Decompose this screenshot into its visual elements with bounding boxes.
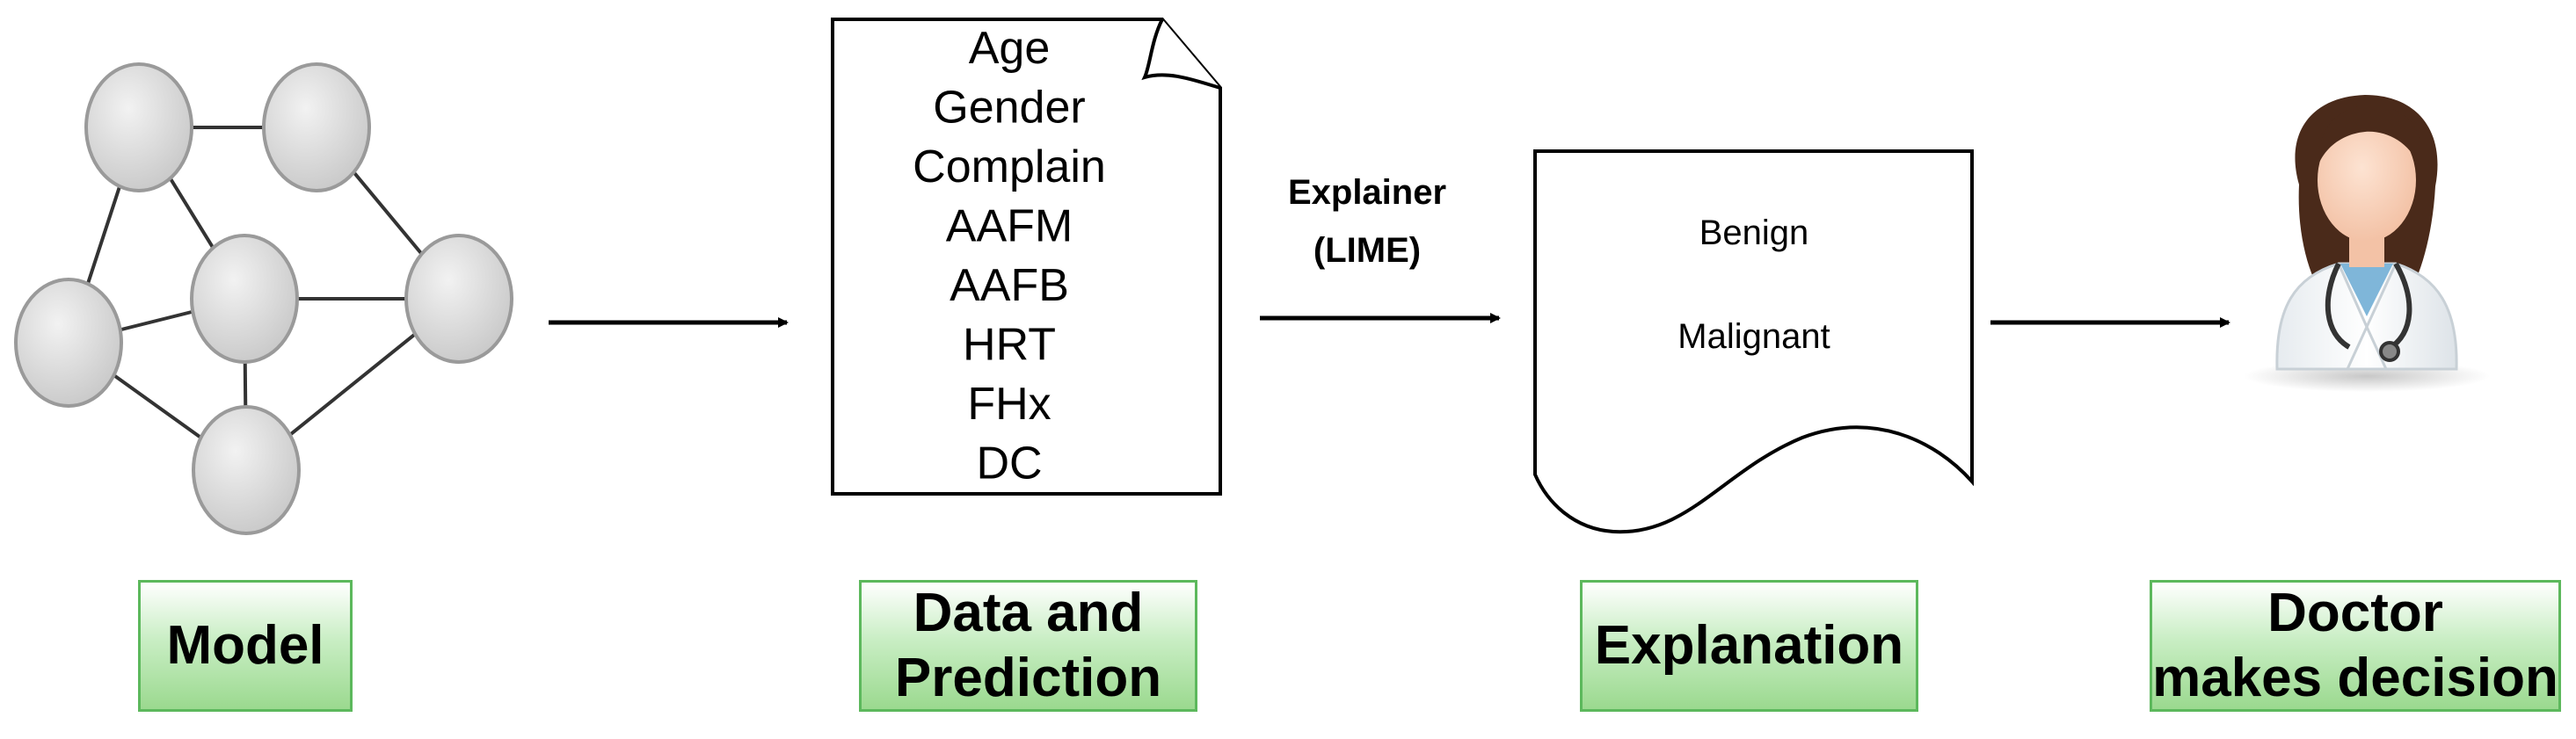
explanation-label: Explanation xyxy=(1580,580,1918,712)
network-node xyxy=(14,278,123,408)
data-prediction-label-line2: Prediction xyxy=(894,648,1162,708)
neural-network-icon xyxy=(14,62,513,535)
doctor-label: Doctor makes decision xyxy=(2150,580,2561,712)
model-label: Model xyxy=(138,580,353,712)
feature-item: DC xyxy=(976,438,1042,489)
doctor-label-line1: Doctor xyxy=(2267,582,2443,643)
model-label-text: Model xyxy=(166,614,324,676)
feature-item: AAFB xyxy=(950,260,1069,311)
explanation-document: Benign Malignant xyxy=(1533,149,1974,534)
class-benign: Benign xyxy=(1699,214,1809,252)
feature-item: Gender xyxy=(933,83,1085,134)
network-node xyxy=(192,405,301,535)
feature-item: Age xyxy=(969,23,1051,74)
doctor-label-line2: makes decision xyxy=(2152,648,2558,708)
network-node xyxy=(190,234,299,364)
feature-item: HRT xyxy=(963,320,1056,371)
feature-item: Complain xyxy=(913,141,1106,192)
data-prediction-label: Data and Prediction xyxy=(859,580,1197,712)
explanation-label-text: Explanation xyxy=(1594,614,1904,676)
explainer-label: Explainer xyxy=(1288,173,1446,212)
feature-item: FHx xyxy=(967,379,1051,430)
class-malignant: Malignant xyxy=(1677,317,1830,356)
explainer-method-label: (LIME) xyxy=(1313,231,1421,270)
network-node xyxy=(404,234,513,364)
feature-item: AAFM xyxy=(946,201,1073,252)
data-prediction-label-line1: Data and xyxy=(913,582,1144,643)
doctor-icon xyxy=(2244,95,2490,392)
network-node xyxy=(84,62,193,192)
network-node xyxy=(262,62,371,192)
